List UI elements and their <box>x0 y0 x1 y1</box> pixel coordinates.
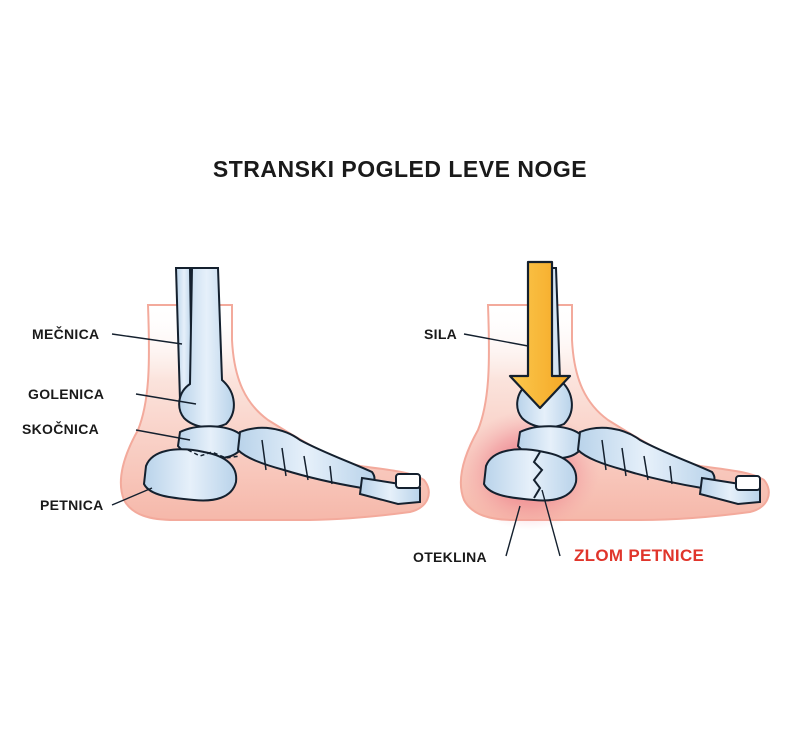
left-toenail <box>395 473 421 489</box>
left-leader-lines <box>111 333 197 506</box>
right-foot <box>459 267 770 530</box>
diagram-title: STRANSKI POGLED LEVE NOGE <box>212 156 588 182</box>
label-force: SILA <box>424 326 458 342</box>
label-fracture: ZLOM PETNICE <box>574 546 705 565</box>
label-tibia: GOLENICA <box>28 386 105 402</box>
label-swelling: OTEKLINA <box>413 549 487 565</box>
label-calcaneus: PETNICA <box>40 497 104 513</box>
force-arrow <box>508 260 572 410</box>
right-leader-lines <box>463 333 561 557</box>
label-fibula: MEČNICA <box>32 326 100 342</box>
label-talus: SKOČNICA <box>22 421 100 437</box>
fracture-line <box>532 451 544 499</box>
right-calcaneus <box>482 448 578 502</box>
left-foot <box>119 267 430 521</box>
right-toenail <box>735 475 761 491</box>
left-calcaneus <box>142 448 238 502</box>
